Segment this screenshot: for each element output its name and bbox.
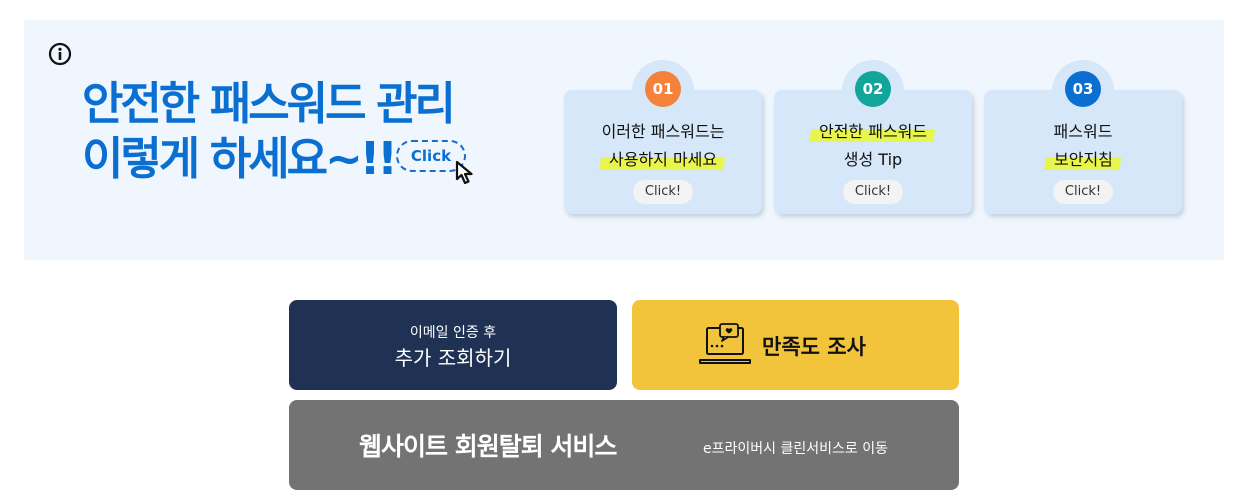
cursor-arrow-icon	[455, 160, 473, 185]
card-03-line2-highlight: 보안지침	[1042, 146, 1124, 174]
verify-button-subtitle: 이메일 인증 후	[409, 325, 497, 341]
card-03[interactable]: 패스워드 보안지침 Click!	[984, 90, 1182, 214]
card-01-number-badge: 01	[645, 71, 681, 107]
email-verify-lookup-button[interactable]: 이메일 인증 후 추가 조회하기	[289, 300, 617, 390]
click-button[interactable]: Click	[396, 140, 466, 172]
card-02-click-button[interactable]: Click!	[843, 180, 903, 204]
withdraw-button-subtitle: e프라이버시 클린서비스로 이동	[703, 441, 888, 457]
card-03-number-badge: 03	[1065, 71, 1101, 107]
card-02-line2: 생성 Tip	[843, 150, 903, 169]
satisfaction-survey-button[interactable]: 만족도 조사	[632, 300, 959, 390]
website-withdrawal-service-button[interactable]: 웹사이트 회원탈퇴 서비스 e프라이버시 클린서비스로 이동	[289, 400, 959, 490]
card-01-line2-highlight: 사용하지 마세요	[597, 146, 729, 174]
card-02-line1-highlight: 안전한 패스워드	[807, 118, 939, 146]
survey-button-label: 만족도 조사	[762, 335, 866, 359]
card-03-text: 패스워드 보안지침	[984, 118, 1182, 174]
card-02-line1: 안전한 패스워드	[818, 122, 928, 141]
info-icon[interactable]	[48, 42, 72, 66]
card-02-number-badge: 02	[855, 71, 891, 107]
card-03-line1: 패스워드	[1053, 122, 1113, 141]
headline-line-2: 이렇게 하세요~!!	[82, 132, 398, 185]
card-01-line1: 이러한 패스워드는	[601, 122, 725, 141]
card-02[interactable]: 안전한 패스워드 생성 Tip Click!	[774, 90, 972, 214]
card-03-click-button[interactable]: Click!	[1053, 180, 1113, 204]
verify-button-label: 추가 조회하기	[394, 346, 512, 370]
laptop-chat-icon	[699, 323, 751, 364]
password-banner: 안전한 패스워드 관리 이렇게 하세요~!! Click 이러한 패스워드는 사…	[24, 20, 1224, 260]
card-01-line2: 사용하지 마세요	[608, 150, 718, 169]
card-01-text: 이러한 패스워드는 사용하지 마세요	[564, 118, 762, 174]
card-03-line2: 보안지침	[1053, 150, 1113, 169]
card-01-click-button[interactable]: Click!	[633, 180, 693, 204]
banner-headline: 안전한 패스워드 관리 이렇게 하세요~!!	[82, 76, 456, 186]
headline-line-1: 안전한 패스워드 관리	[82, 77, 456, 130]
withdraw-button-label: 웹사이트 회원탈퇴 서비스	[359, 432, 617, 461]
card-02-text: 안전한 패스워드 생성 Tip	[774, 118, 972, 174]
card-01[interactable]: 이러한 패스워드는 사용하지 마세요 Click!	[564, 90, 762, 214]
